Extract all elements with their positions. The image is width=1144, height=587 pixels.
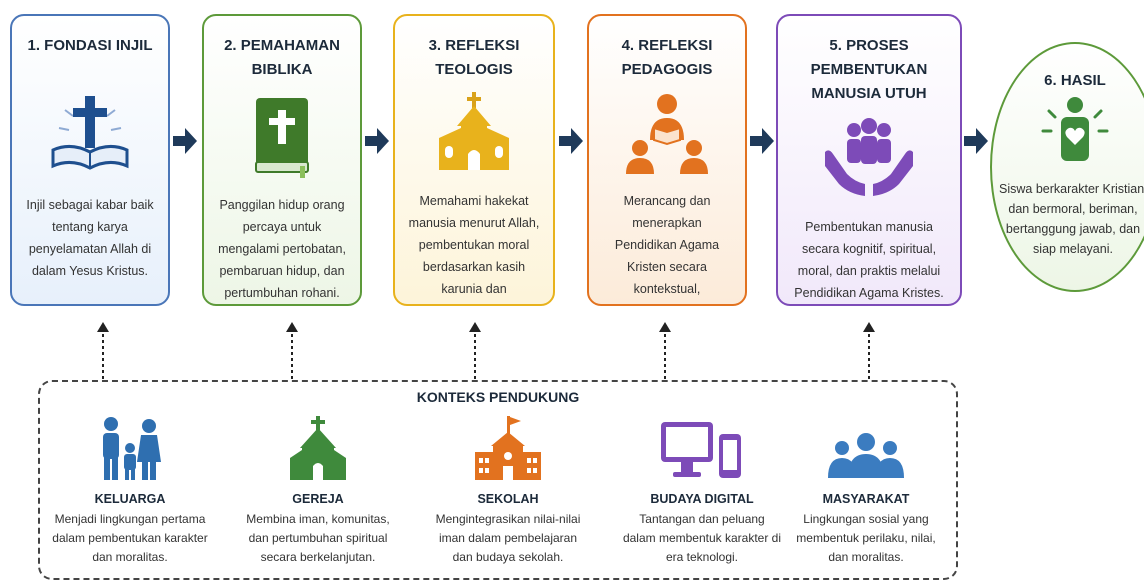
- cross-bible-icon: [45, 88, 135, 182]
- arrow-right-icon: [750, 128, 774, 154]
- devices-icon: [657, 412, 747, 482]
- school-icon: [473, 412, 543, 482]
- context-description: Membina iman, komunitas, dan pertumbuhan…: [246, 512, 390, 564]
- hands-people-icon: [819, 110, 919, 204]
- arrow-up-icon: [469, 322, 481, 382]
- context-description: Tantangan dan peluang dalam membentuk ka…: [622, 512, 782, 564]
- arrow-right-icon: [365, 128, 389, 154]
- arrow-right-icon: [173, 128, 197, 154]
- bible-icon: [242, 88, 322, 182]
- church-icon: [288, 412, 348, 482]
- stage-pemahaman-biblika: 2. PEMAHAMAN BIBLIKA Panggilan hidup ora…: [202, 14, 362, 306]
- stage-refleksi-teologis: 3. REFLEKSI TEOLOGIS Memahami hakekat ma…: [393, 14, 555, 306]
- context-description: Lingkungan sosial yang membentuk perilak…: [796, 512, 936, 564]
- context-description: Mengintegrasikan nilai-nilai iman dalam …: [435, 512, 581, 564]
- context-sekolah: SEKOLAH Mengintegrasikan nilai-nilai ima…: [428, 412, 588, 567]
- stage-title: 3. REFLEKSI TEOLOGIS: [428, 37, 520, 78]
- context-title: KELUARGA: [94, 492, 166, 506]
- arrow-right-icon: [559, 128, 583, 154]
- stage-title: 1. FONDASI INJIL: [27, 37, 153, 54]
- result-title: 6. HASIL: [1044, 72, 1106, 89]
- person-heart-icon: [1035, 95, 1115, 165]
- context-description: Menjadi lingkungan pertama dalam pembent…: [52, 512, 208, 564]
- community-icon: [826, 412, 906, 482]
- stage-description: Merancang dan menerapkan Pendidikan Agam…: [614, 194, 720, 296]
- arrow-up-icon: [863, 322, 875, 382]
- context-gereja: GEREJA Membina iman, komunitas, dan pert…: [238, 412, 398, 567]
- teacher-students-icon: [622, 88, 712, 178]
- stage-title: 4. REFLEKSI PEDAGOGIS: [621, 37, 713, 78]
- stage-refleksi-pedagogis: 4. REFLEKSI PEDAGOGIS Merancang dan mene…: [587, 14, 747, 306]
- stage-fondasi-injil: 1. FONDASI INJIL Injil sebagai kabar bai…: [10, 14, 170, 306]
- context-title: MASYARAKAT: [822, 492, 910, 506]
- arrow-up-icon: [659, 322, 671, 382]
- context-masyarakat: MASYARAKAT Lingkungan sosial yang memben…: [786, 412, 946, 567]
- family-icon: [95, 412, 165, 482]
- arrow-up-icon: [286, 322, 298, 382]
- stage-description: Injil sebagai kabar baik tentang karya p…: [26, 198, 154, 278]
- stage-proses-pembentukan: 5. PROSES PEMBENTUKAN MANUSIA UTUH Pembe…: [776, 14, 962, 306]
- context-title: SEKOLAH: [477, 492, 539, 506]
- result-description: Siswa berkarakter Kristiani dan bermoral…: [999, 182, 1144, 256]
- context-keluarga: KELUARGA Menjadi lingkungan pertama dala…: [50, 412, 210, 567]
- arrow-up-icon: [97, 322, 109, 382]
- stage-title: 5. PROSES PEMBENTUKAN MANUSIA UTUH: [810, 37, 928, 102]
- context-title: BUDAYA DIGITAL: [650, 492, 754, 506]
- stage-title: 2. PEMAHAMAN BIBLIKA: [224, 37, 340, 78]
- stage-hasil: 6. HASIL Siswa berkarakter Kristiani dan…: [990, 42, 1144, 292]
- support-title: KONTEKS PENDUKUNG: [416, 389, 580, 405]
- support-context-box: [38, 380, 958, 580]
- arrow-right-icon: [964, 128, 988, 154]
- context-title: GEREJA: [292, 492, 344, 506]
- stage-description: Memahami hakekat manusia menurut Allah, …: [408, 194, 540, 296]
- stage-description: Panggilan hidup orang percaya untuk meng…: [218, 198, 346, 300]
- church-icon: [429, 88, 519, 178]
- context-budaya-digital: BUDAYA DIGITAL Tantangan dan peluang dal…: [622, 412, 782, 567]
- stage-description: Pembentukan manusia secara kognitif, spi…: [794, 220, 944, 300]
